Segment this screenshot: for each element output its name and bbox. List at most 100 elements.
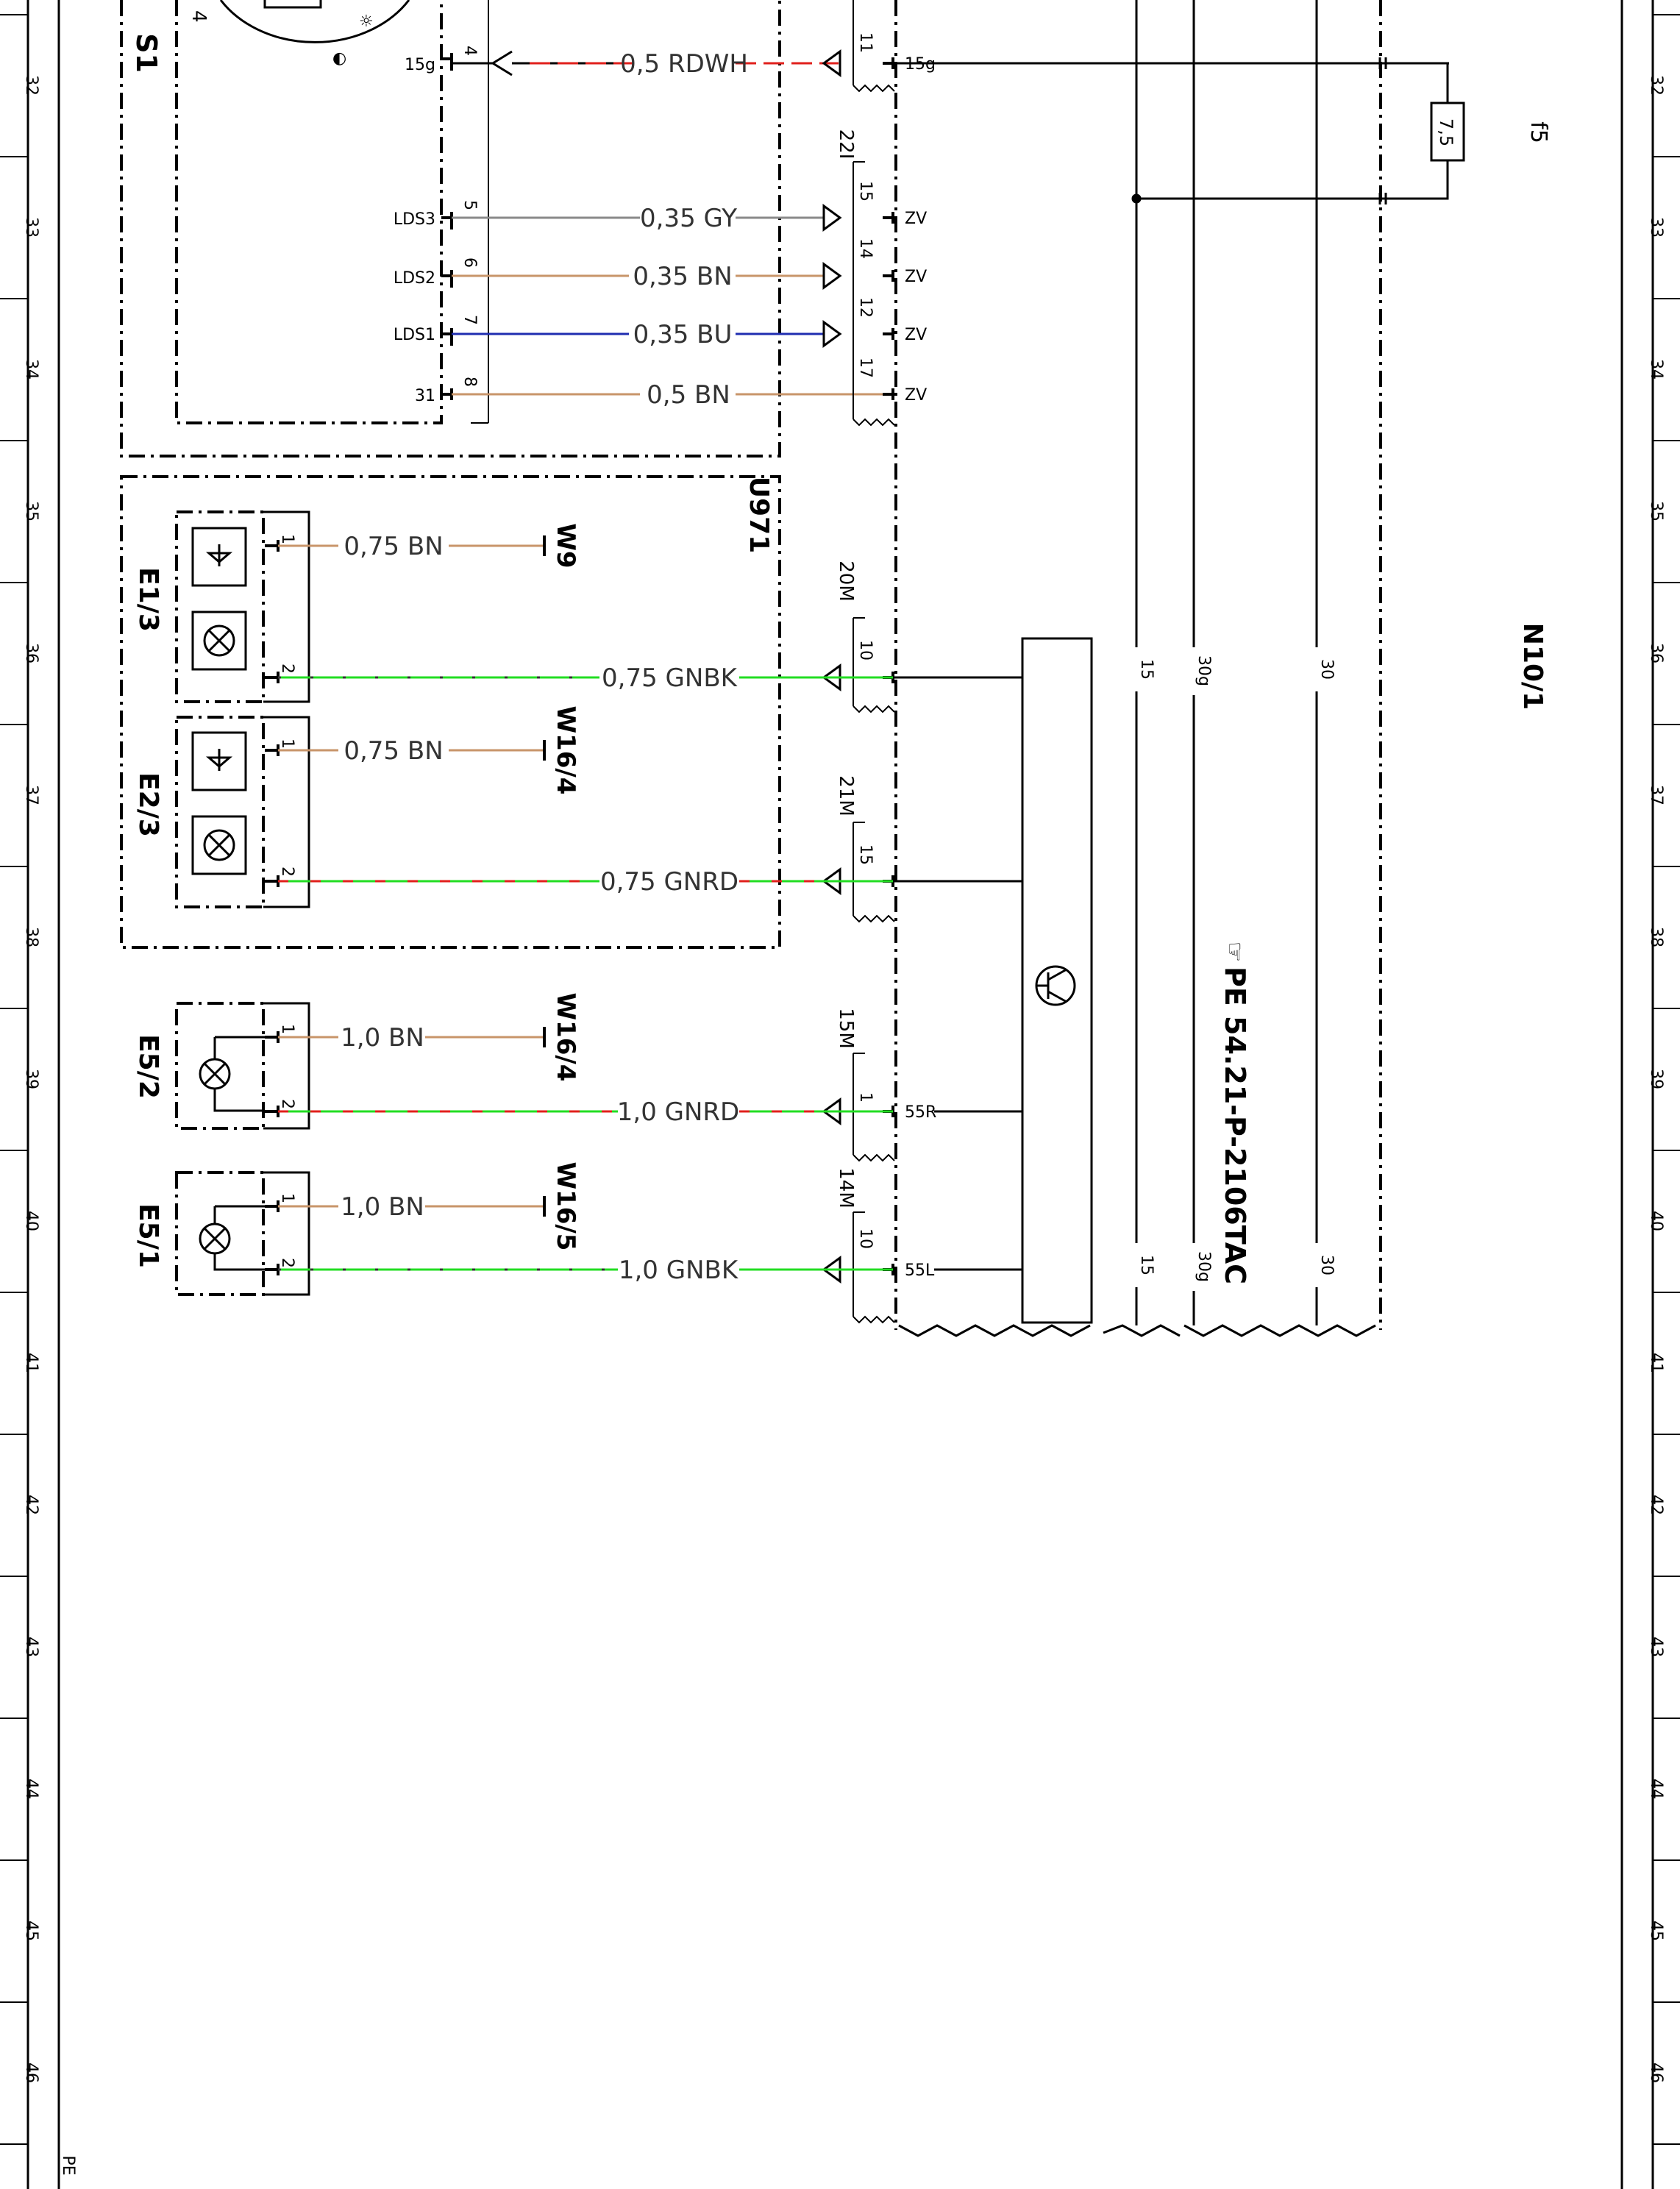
row-num-left: 39 <box>22 1069 40 1089</box>
led-symbol <box>191 731 247 791</box>
row-num-left: 45 <box>22 1921 40 1941</box>
wire-label: 0,75 BN <box>344 532 443 561</box>
row-num-right: 32 <box>1647 75 1665 96</box>
s1-pin-labels: 15g LDS3 LDS2 LDS1 31 <box>394 56 435 405</box>
row-num-right: 43 <box>1647 1637 1665 1657</box>
pointer-icon: ☞ <box>1221 942 1249 963</box>
fuse-label: f5 <box>1526 121 1551 143</box>
transistor-icon <box>1035 965 1076 1006</box>
pin-number: 8 <box>460 377 479 387</box>
row-num-right: 41 <box>1647 1353 1665 1373</box>
connector-22i <box>853 161 895 427</box>
pin-number: 7 <box>460 315 479 325</box>
row-num-left: 43 <box>22 1637 40 1657</box>
driver-module <box>893 637 1093 1324</box>
lamp-icon <box>199 1058 231 1090</box>
diode-icon <box>205 749 233 771</box>
row-num-left: 44 <box>22 1779 40 1799</box>
wire-label: 0,5 BN <box>647 380 730 410</box>
connector-name: 15M <box>835 1008 857 1049</box>
bulb-frame <box>191 611 247 671</box>
pin-number: 2 <box>278 866 296 877</box>
wires-s1 <box>452 62 883 396</box>
e23-label: E2/3 <box>133 772 163 837</box>
pin-label-15g: 15g <box>405 56 435 74</box>
row-num-right: 40 <box>1647 1211 1665 1231</box>
pin-number: 15 <box>856 844 875 865</box>
pin-label-zv: ZV <box>905 326 927 344</box>
e13-label: E1/3 <box>133 567 163 632</box>
e51-box <box>175 1171 265 1296</box>
connector-name: 22I <box>835 129 857 160</box>
wire-label: 0,75 GNBK <box>602 663 738 693</box>
pin-label-55r: 55R <box>905 1103 936 1122</box>
row-num-right: 46 <box>1647 2062 1665 2083</box>
row-num-right: 39 <box>1647 1069 1665 1089</box>
bus-label: 30 <box>1317 659 1336 680</box>
row-num-left: 38 <box>22 927 40 947</box>
wire-label: 0,5 RDWH <box>620 49 748 79</box>
pin-number: 4 <box>460 46 479 56</box>
connector-21m <box>853 822 895 923</box>
lamp-labels: E1/3 E2/3 E5/2 E5/1 <box>133 567 163 1268</box>
pin-number: 6 <box>460 257 479 268</box>
e23-box <box>175 716 265 908</box>
footer-label: PE <box>59 2155 77 2175</box>
row-num-left: 40 <box>22 1211 40 1231</box>
n101-internal-wiring <box>893 57 1465 204</box>
row-num-left: 37 <box>22 785 40 805</box>
connector-name: 20M <box>835 560 857 602</box>
row-num-left: 34 <box>22 359 40 380</box>
pin-number: 15 <box>856 181 875 202</box>
connector-pin-numbers: 11 15 14 12 17 10 15 1 10 <box>856 32 875 1249</box>
ground-label: W16/4 <box>551 993 580 1082</box>
wires-lamps <box>278 544 893 1271</box>
pin-number: 11 <box>856 32 875 53</box>
n101-box <box>894 0 1382 1330</box>
bus-lines <box>1135 0 1318 1325</box>
connector-14m <box>853 1211 895 1324</box>
pin-number: 10 <box>856 1228 875 1249</box>
bus-label: 15 <box>1137 1255 1156 1275</box>
drawing-frame <box>26 0 1654 2189</box>
row-num-right: 35 <box>1647 501 1665 522</box>
pin-label-31: 31 <box>415 387 435 405</box>
plug-arrows <box>491 49 842 1284</box>
e13-box <box>175 510 265 703</box>
lamp-icon <box>203 624 235 657</box>
bus-label: 30g <box>1195 655 1213 686</box>
pin-number: 5 <box>460 200 479 210</box>
wire-label: 1,0 GNRD <box>617 1097 739 1127</box>
row-num-left: 36 <box>22 643 40 663</box>
component-boxes <box>120 0 1382 1330</box>
frame-row-numbers: 32 32 33 33 34 34 35 35 36 36 37 37 38 3… <box>22 75 1665 2083</box>
wire-label: 1,0 BN <box>341 1192 424 1222</box>
s1-partial-label: 4 <box>188 10 210 23</box>
bus-label: 15 <box>1137 659 1156 680</box>
right-connector-blocks <box>853 0 895 1324</box>
n101-label: N10/1 <box>1517 623 1548 710</box>
u971-label: U971 <box>744 477 774 553</box>
lamp-icon <box>199 1222 231 1255</box>
connector-name: 14M <box>835 1167 857 1209</box>
bus-label: 30 <box>1317 1255 1336 1275</box>
row-num-left: 35 <box>22 501 40 522</box>
row-num-right: 37 <box>1647 785 1665 805</box>
frame-row-ticks <box>0 14 1680 2145</box>
connector-names: 22I 20M 21M 15M 14M <box>835 129 857 1209</box>
pin-label-lds1: LDS1 <box>394 326 435 344</box>
row-num-left: 33 <box>22 217 40 238</box>
wire-label: 1,0 GNBK <box>619 1256 739 1285</box>
s1-label: S1 <box>130 33 163 73</box>
s1-pin-numbers: 4 5 6 7 8 <box>460 46 479 387</box>
e51-label: E5/1 <box>133 1203 163 1268</box>
pin-number: 12 <box>856 297 875 318</box>
ground-label: W16/5 <box>551 1162 580 1251</box>
pin-number: 2 <box>278 663 296 674</box>
pin-number: 14 <box>856 238 875 259</box>
row-num-left: 41 <box>22 1353 40 1373</box>
pin-number: 2 <box>278 1258 296 1268</box>
break-lines <box>898 1324 1376 1337</box>
right-pin-labels: 15g ZV ZV ZV ZV 55R 55L <box>905 55 936 1280</box>
